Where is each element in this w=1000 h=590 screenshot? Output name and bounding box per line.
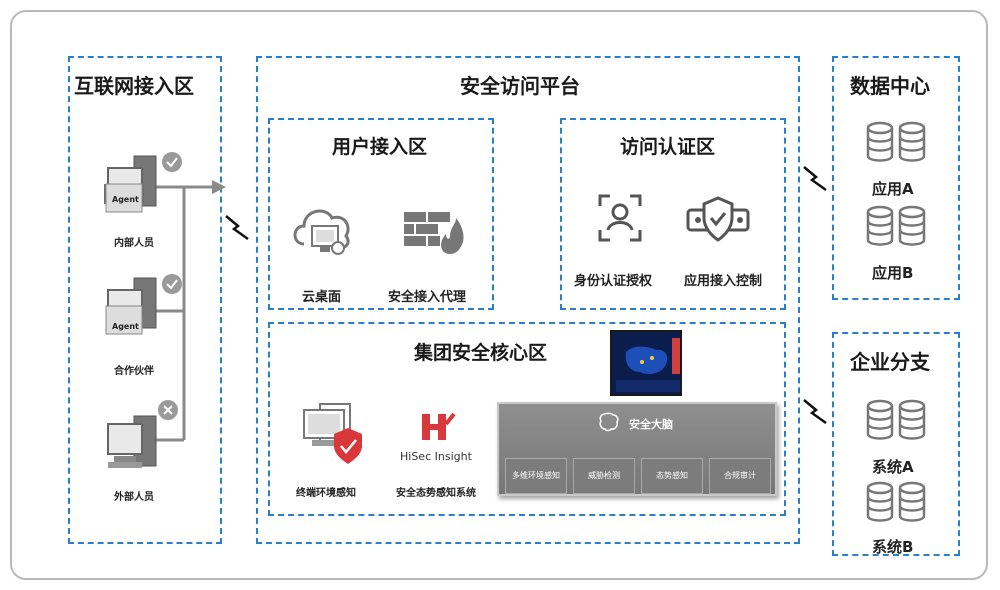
user-partner: Agent [104,272,184,342]
cloud-desktop-icon [293,209,350,255]
brain-cell-situation: 态势感知 [641,458,703,494]
situation-system-label: 安全态势感知系统 [396,488,476,499]
database-icon [866,121,926,162]
auth-zone-title: 访问认证区 [620,136,716,158]
check-icon [162,152,182,172]
diagram-frame [10,10,988,580]
system-a-label: 系统A [872,458,914,476]
brain-title: 安全大脑 [629,418,673,431]
platform-zone [256,56,800,544]
face-id-icon [598,194,642,242]
terminal-shield-icon [303,403,362,464]
hisec-mark-icon [422,412,456,440]
brain-cell-threat: 威胁检测 [573,458,635,494]
lightning-icon [803,166,827,192]
user-access-zone [268,118,494,310]
datacenter-zone-title: 数据中心 [850,74,930,98]
user-external [104,398,184,474]
cross-icon [158,400,178,420]
branch-zone-title: 企业分支 [850,350,930,374]
app-a-label: 应用A [872,180,914,198]
firewall-label: 安全接入代理 [388,290,467,305]
brain-cell-env: 多维环境感知 [505,458,567,494]
internet-zone-title: 互联网接入区 [74,74,194,98]
core-zone-title: 集团安全核心区 [414,342,548,364]
brain-icon [599,412,619,432]
database-icon [866,205,926,246]
auth-zone [560,118,786,310]
brain-cell-audit: 合规审计 [709,458,771,494]
computer-icon [105,277,157,335]
app-access-label: 应用接入控制 [684,274,763,289]
lightning-icon [803,399,827,425]
lightning-icon [225,215,249,241]
computer-icon [107,415,157,468]
user-partner-label: 合作伙伴 [114,366,154,377]
security-brain-panel: 安全大脑 多维环境感知 威胁检测 态势感知 合规审计 [497,402,777,496]
hisec-logo-text: HiSec Insight [400,450,472,463]
terminal-perception-label: 终端环境感知 [296,488,356,499]
identity-auth-label: 身份认证授权 [574,274,653,289]
check-icon [162,274,182,294]
situation-map-image [610,330,682,396]
app-b-label: 应用B [872,264,914,282]
firewall-icon [404,212,464,254]
internet-zone [68,56,222,544]
system-b-label: 系统B [872,538,914,556]
core-zone [268,322,786,516]
platform-zone-title: 安全访问平台 [460,74,580,98]
agent-badge: Agent [112,322,139,331]
shield-icon [686,196,750,242]
user-access-zone-title: 用户接入区 [332,136,428,158]
database-icon [866,399,926,440]
branch-zone [832,332,960,556]
user-internal: Agent [104,150,184,220]
hisec-logo: HiSec Insight [398,410,480,470]
cloud-desktop-label: 云桌面 [302,290,342,305]
database-icon [866,481,926,522]
computer-icon [104,155,157,213]
user-external-label: 外部人员 [114,492,154,503]
user-internal-label: 内部人员 [114,238,154,249]
datacenter-zone [832,56,960,300]
agent-badge: Agent [112,195,139,204]
